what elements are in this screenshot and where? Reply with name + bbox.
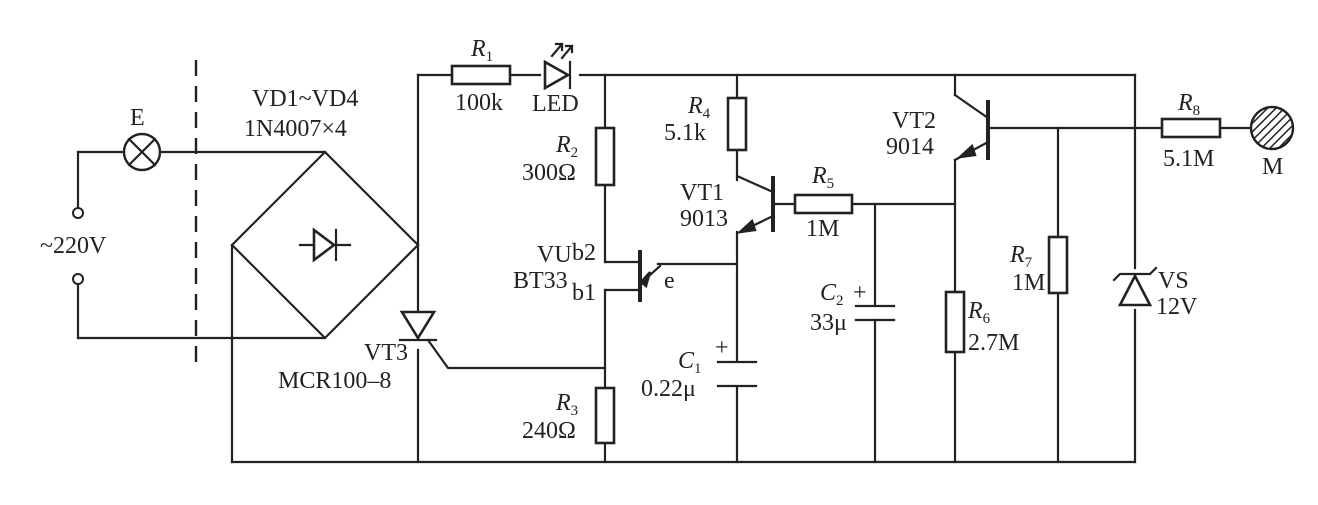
label-r2-value: 300Ω	[522, 160, 576, 186]
label-r1-value: 100k	[455, 90, 503, 116]
resistor-r8	[1160, 117, 1222, 139]
resistor-r2	[594, 126, 616, 187]
resistor-r1	[450, 64, 512, 86]
capacitor-c2	[854, 304, 896, 322]
label-scr-name: VT3	[364, 340, 408, 366]
label-ujt-b1: b1	[572, 280, 596, 306]
ac-terminal-top	[72, 207, 84, 219]
lamp-e	[122, 132, 162, 172]
transistor-vt1	[735, 174, 775, 234]
label-r1: R1	[470, 36, 493, 65]
capacitor-c1	[716, 360, 758, 388]
label-c1-plus: +	[715, 335, 729, 361]
ujt-vu	[638, 250, 662, 302]
resistor-r7	[1047, 235, 1069, 295]
label-r5: R5	[811, 163, 834, 192]
resistor-r4	[726, 96, 748, 152]
resistor-r6	[944, 290, 966, 354]
label-source: ~220V	[40, 233, 107, 259]
label-c1: C1	[678, 348, 702, 377]
label-c2-value: 33μ	[810, 310, 847, 336]
label-ujt-part: BT33	[513, 268, 568, 294]
label-scr-part: MCR100–8	[278, 368, 391, 394]
label-ujt-b2: b2	[572, 240, 596, 266]
label-led: LED	[532, 91, 579, 117]
label-r8: R8	[1177, 90, 1200, 119]
resistor-r3	[594, 386, 616, 445]
label-ujt-e: e	[664, 268, 675, 294]
label-r3-value: 240Ω	[522, 418, 576, 444]
label-vt2-name: VT2	[892, 108, 936, 134]
scr-vt3	[398, 310, 438, 342]
label-r7-value: 1M	[1012, 270, 1045, 296]
label-r4: R4	[687, 93, 711, 122]
label-r6: R6	[967, 298, 991, 327]
label-vt1-part: 9013	[680, 206, 728, 232]
label-r8-value: 5.1M	[1163, 146, 1214, 172]
label-vs-value: 12V	[1156, 294, 1198, 320]
label-c2: C2	[820, 280, 844, 309]
label-r6-value: 2.7M	[968, 330, 1019, 356]
label-bridge-part: 1N4007×4	[244, 116, 347, 142]
ac-terminal-bottom	[72, 273, 84, 285]
transistor-vt2	[953, 93, 990, 162]
label-vt1-name: VT1	[680, 180, 724, 206]
bridge-diode-symbol	[298, 227, 352, 263]
label-vt2-part: 9014	[886, 134, 934, 160]
label-vs-name: VS	[1158, 268, 1189, 294]
label-r4-value: 5.1k	[664, 120, 706, 146]
led	[543, 42, 574, 91]
label-c2-plus: +	[853, 280, 867, 306]
label-r7: R7	[1009, 242, 1033, 271]
label-bridge-name: VD1~VD4	[252, 86, 358, 112]
label-motor: M	[1262, 154, 1283, 180]
label-r3: R3	[555, 390, 578, 419]
label-r2: R2	[555, 132, 578, 161]
label-lamp: E	[130, 105, 145, 131]
label-ujt-name: VU	[537, 242, 572, 268]
zener-vs	[1112, 266, 1158, 307]
sensor-m	[1249, 105, 1295, 151]
label-c1-value: 0.22μ	[641, 376, 696, 402]
label-r5-value: 1M	[806, 216, 839, 242]
resistor-r5	[793, 193, 854, 215]
